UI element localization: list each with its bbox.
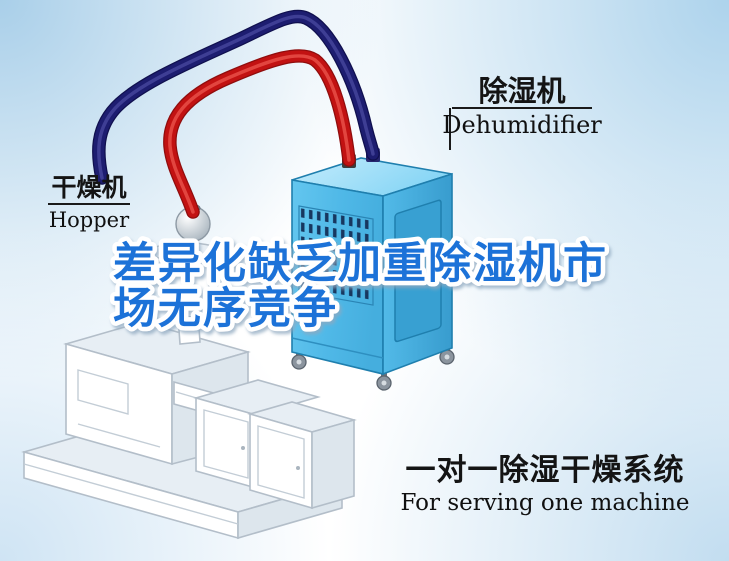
- right-cabinet-side: [311, 418, 355, 510]
- right-cabinet-handle: [296, 466, 300, 470]
- red-hose-sheen: [168, 54, 351, 214]
- right-cabinet-door: [257, 425, 305, 499]
- mid-cabinet-handle: [241, 446, 245, 450]
- gearbox-panel: [77, 369, 129, 415]
- front-kick-seam: [291, 337, 384, 359]
- headline-line1: 差异化缺乏加重除湿机市: [113, 240, 608, 288]
- side-door: [394, 199, 442, 343]
- vent-grille-frame: [298, 205, 374, 306]
- hopper-rim: [149, 242, 223, 262]
- hopper-illustration: [148, 204, 224, 345]
- extruder-machine-illustration: [21, 321, 357, 540]
- hopper-label-en: Hopper: [49, 208, 130, 232]
- dehumidifier-label-zh: 除湿机: [478, 74, 565, 108]
- dehumidifier-label-en: Dehumidifier: [442, 111, 602, 139]
- dehumidifier-illustration: [291, 146, 455, 391]
- vent-grille-group: [298, 205, 374, 306]
- mid-cabinet-door: [203, 409, 249, 479]
- caster-wheel: [376, 371, 392, 391]
- labels-layer: 除湿机 Dehumidifier 干燥机 Hopper 差异化缺乏加重除湿机市 …: [48, 74, 690, 516]
- headline-line2: 场无序竞争: [113, 285, 338, 333]
- blue-hose-sheen: [97, 14, 375, 180]
- vent-grille: [299, 206, 373, 306]
- side-door-group: [394, 199, 442, 343]
- caption-en: For serving one machine: [400, 490, 689, 516]
- caption-zh: 一对一除湿干燥系统: [406, 453, 685, 487]
- hopper-label-zh: 干燥机: [51, 174, 126, 202]
- machine-base-seam: [23, 463, 239, 525]
- door-handle: [399, 268, 403, 283]
- hoses: [92, 9, 380, 219]
- gearbox-seam: [77, 423, 161, 448]
